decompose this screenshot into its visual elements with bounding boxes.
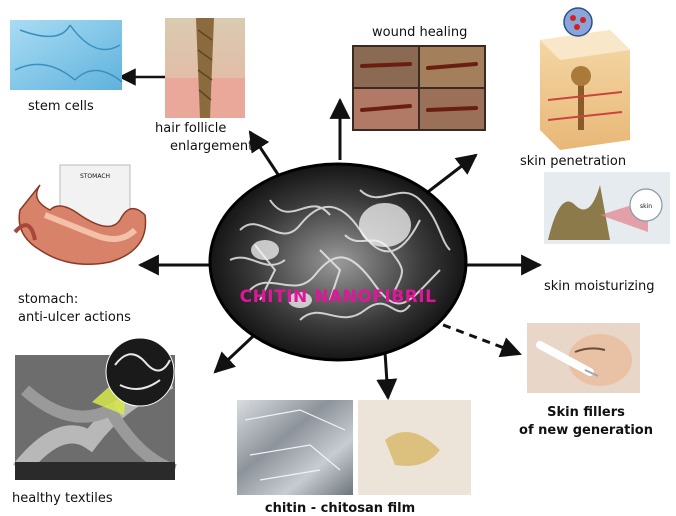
skin-penetration-node: skin penetration xyxy=(520,8,630,169)
skin-fillers-label-1: Skin fillers xyxy=(547,405,625,420)
stem-cells-label: stem cells xyxy=(28,99,94,114)
arrow-skin-fillers xyxy=(430,320,520,354)
healthy-textiles-node: healthy textiles xyxy=(12,338,175,506)
stem-cells-node: stem cells xyxy=(10,20,122,114)
skin-fillers-node: Skin fillers of new generation xyxy=(519,323,653,438)
hair-follicle-label-1: hair follicle xyxy=(155,121,226,136)
moisturizing-sign: skin xyxy=(640,203,652,210)
film-label: chitin - chitosan film xyxy=(265,501,415,516)
wound-healing-node: wound healing xyxy=(352,25,486,131)
follicle-bulb xyxy=(571,66,591,86)
center-title: CHITIN NANOFIBRIL xyxy=(240,287,437,307)
skin-moisturizing-label: skin moisturizing xyxy=(544,279,655,294)
stomach-label-2: anti-ulcer actions xyxy=(18,310,131,325)
healthy-textiles-label: healthy textiles xyxy=(12,491,113,506)
stomach-node: STOMACH stomach: anti-ulcer actions xyxy=(15,165,146,325)
textile-zoom-circle xyxy=(106,338,174,406)
stomach-label-1: stomach: xyxy=(18,292,78,307)
hair-follicle-label-2: enlargement xyxy=(170,139,253,154)
skin-penetration-label: skin penetration xyxy=(520,154,626,169)
film-node: chitin - chitosan film xyxy=(237,400,471,516)
sem-info-bar xyxy=(15,462,175,480)
skin-moisturizing-node: skin skin moisturizing xyxy=(544,172,670,294)
arrow-film xyxy=(385,352,388,398)
chitin-nanofibril-center: CHITIN NANOFIBRIL xyxy=(210,164,466,360)
wound-healing-label: wound healing xyxy=(372,25,467,40)
hair-follicle-node: hair follicle enlargement xyxy=(155,18,253,154)
sem-ellipse xyxy=(210,164,466,360)
stomach-sign: STOMACH xyxy=(80,173,110,180)
face xyxy=(568,334,632,386)
skin-fillers-label-2: of new generation xyxy=(519,423,653,438)
nanoparticle-sphere xyxy=(564,8,592,36)
